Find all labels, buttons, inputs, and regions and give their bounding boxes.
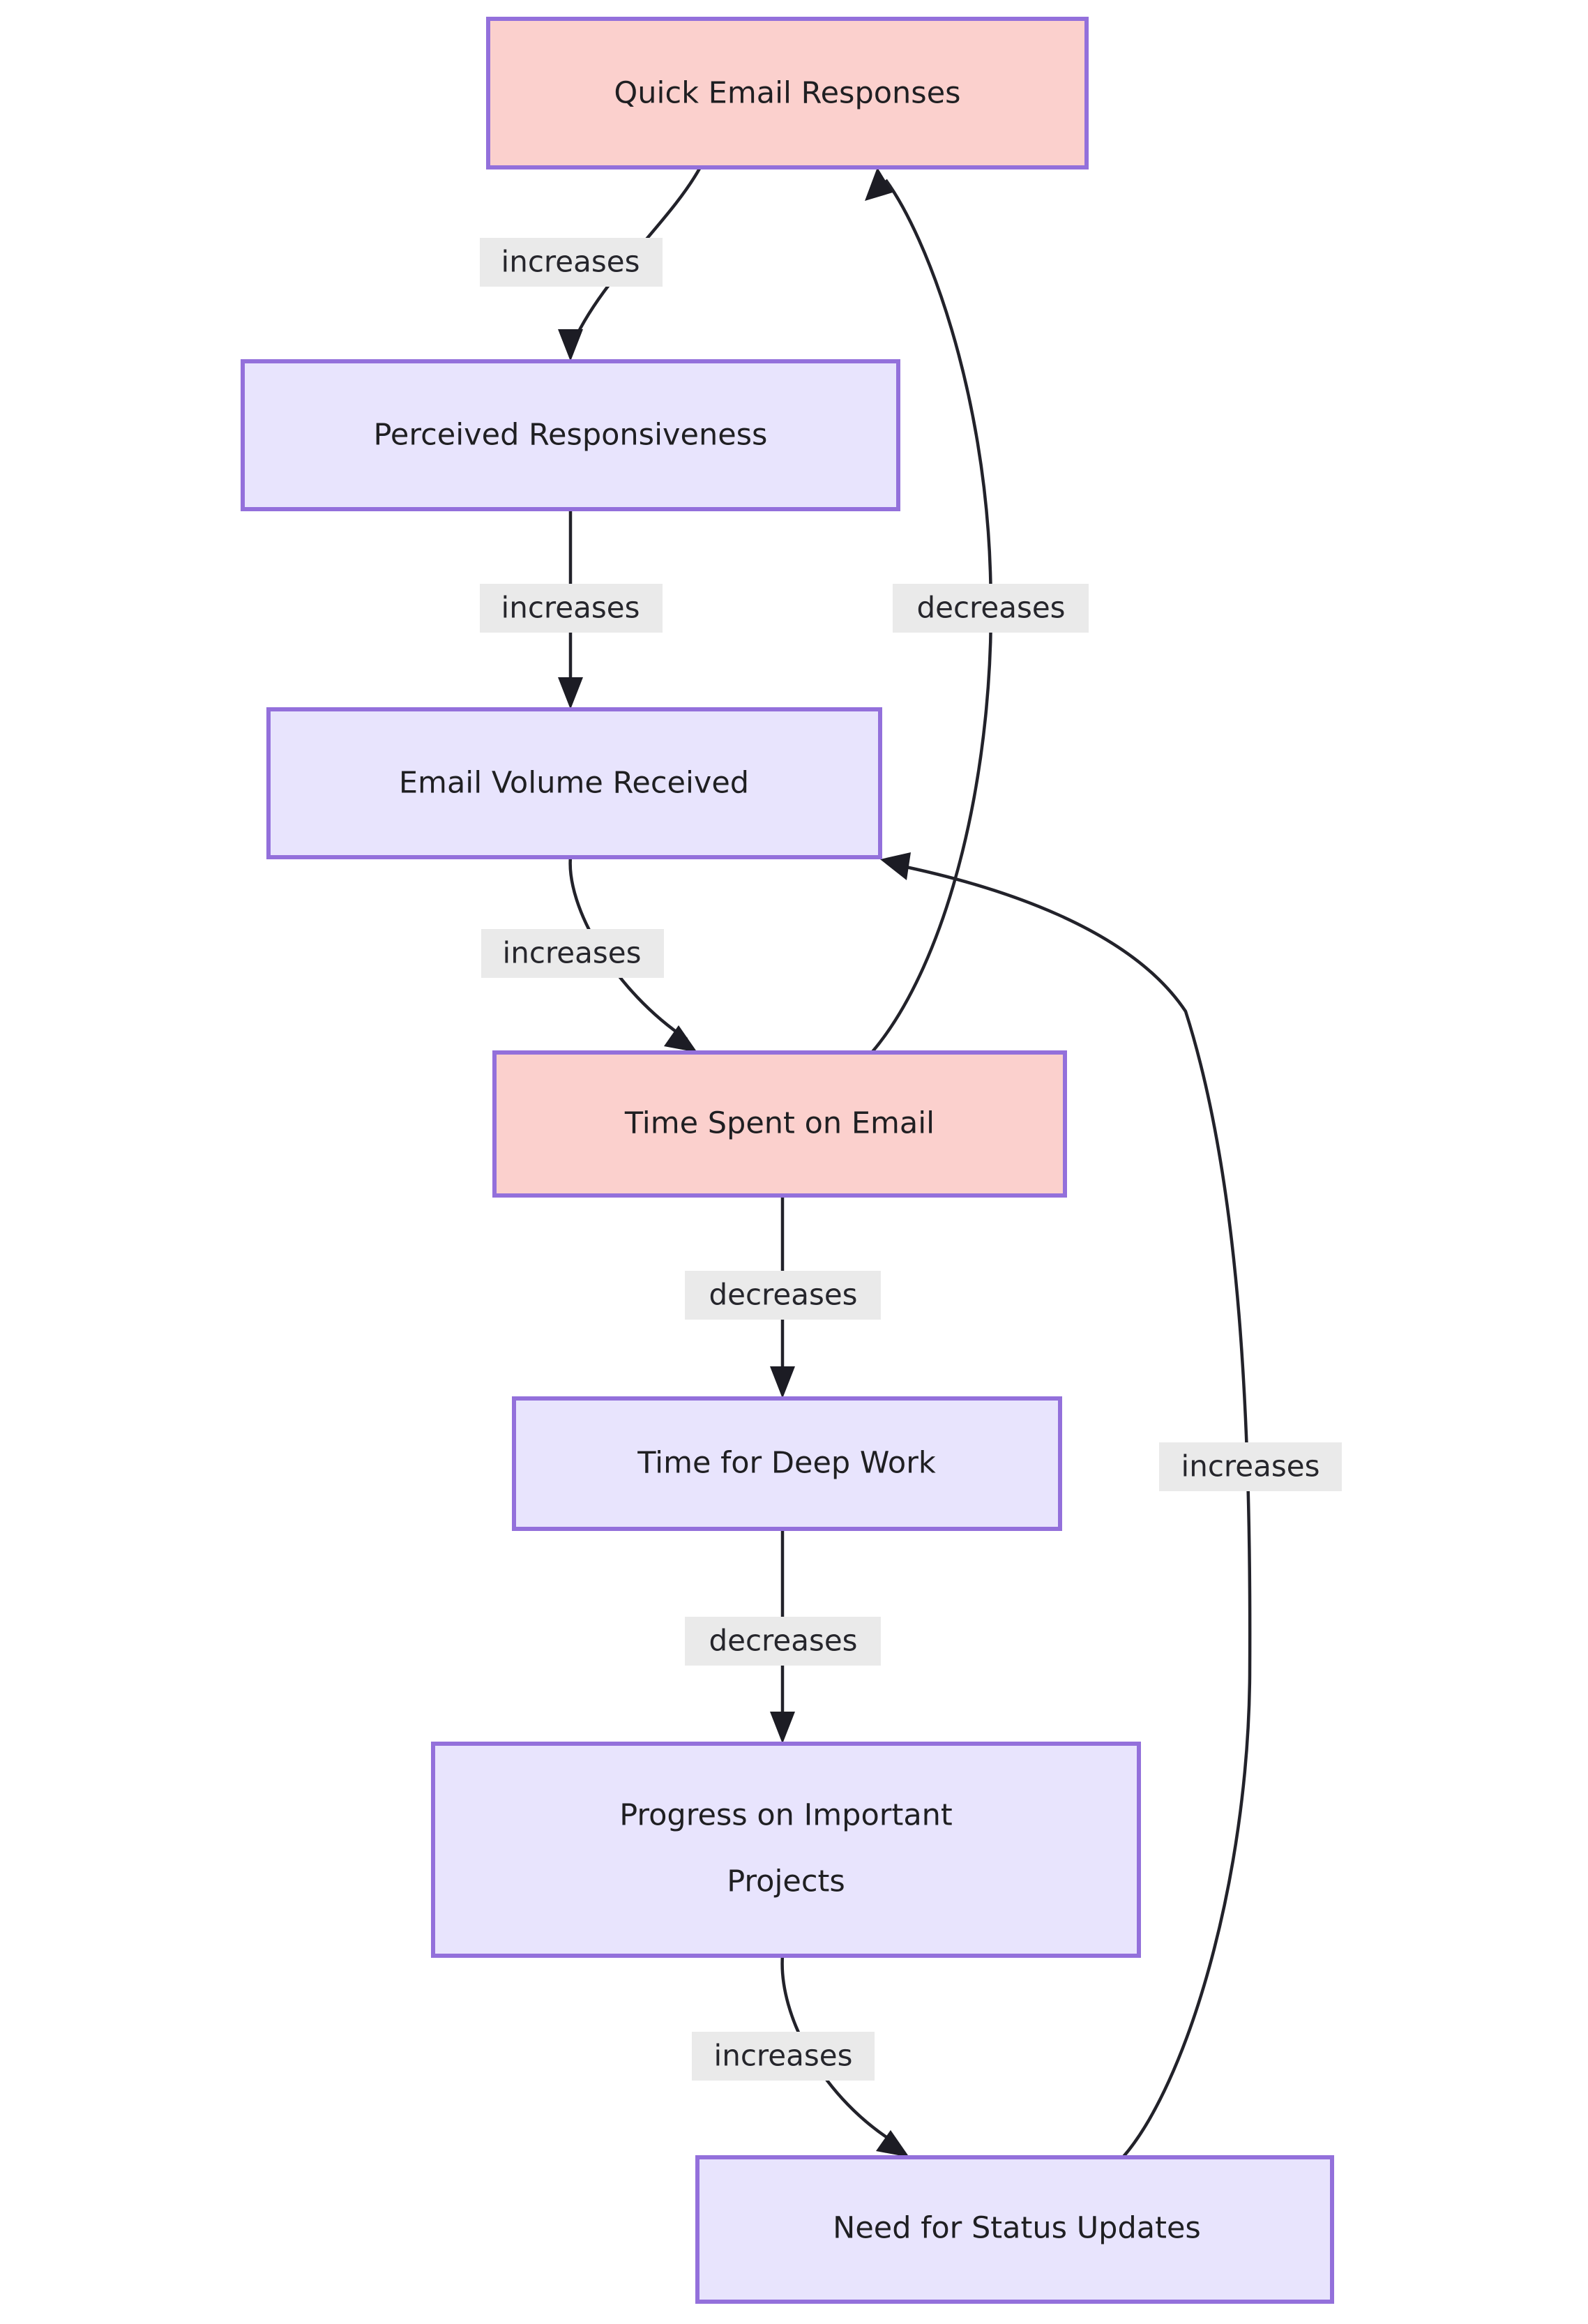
- edge-time-spent-to-quick: [865, 167, 993, 1054]
- node-box-perceived-responsiveness[interactable]: [241, 359, 900, 511]
- node-time-spent-on-email[interactable]: Time Spent on Email: [492, 1050, 1067, 1198]
- node-box-need-for-status-updates[interactable]: [695, 2155, 1334, 2304]
- edge-status-updates-to-volume: [880, 852, 1252, 2159]
- edge-label-quick-to-perceived: increases: [480, 238, 663, 287]
- node-time-for-deep-work[interactable]: Time for Deep Work: [512, 1396, 1062, 1531]
- edge-label-bg-4: [893, 584, 1089, 633]
- node-label-quick-email-responses: Quick Email Responses: [614, 76, 960, 111]
- node-box-email-volume-received[interactable]: [266, 707, 882, 859]
- arrow-head-email-volume: [558, 677, 583, 709]
- arrow-head-email-volume-feedback: [880, 852, 911, 880]
- edge-labels-layer: increases increases increases decreases …: [480, 238, 1342, 2081]
- node-box-time-spent-on-email[interactable]: [492, 1050, 1067, 1198]
- node-label-perceived-responsiveness: Perceived Responsiveness: [374, 418, 768, 453]
- edge-label-bg-6: [685, 1617, 881, 1666]
- edge-label-bg-5: [685, 1271, 881, 1320]
- edge-path-status-updates-to-volume: [895, 863, 1252, 2159]
- edge-label-text-progress-to-status-updates: increases: [714, 2039, 853, 2073]
- edge-label-bg-1: [480, 238, 663, 287]
- nodes-layer: Quick Email Responses Perceived Responsi…: [241, 17, 1334, 2304]
- edge-label-bg-7: [692, 2032, 875, 2081]
- arrow-head-progress: [770, 1712, 795, 1744]
- node-label-time-for-deep-work: Time for Deep Work: [637, 1446, 936, 1481]
- edge-label-deep-work-to-progress: decreases: [685, 1617, 881, 1666]
- edge-label-volume-to-time-spent: increases: [481, 929, 664, 978]
- node-box-progress-on-important-projects[interactable]: [431, 1742, 1141, 1958]
- arrow-head-quick-email: [865, 167, 893, 201]
- edge-label-progress-to-status-updates: increases: [692, 2032, 875, 2081]
- edge-label-bg-2: [480, 584, 663, 633]
- node-label-need-for-status-updates: Need for Status Updates: [833, 2211, 1201, 2246]
- edge-label-status-updates-to-volume: increases: [1159, 1442, 1342, 1491]
- edge-label-text-quick-to-perceived: increases: [501, 245, 640, 279]
- node-email-volume-received[interactable]: Email Volume Received: [266, 707, 882, 859]
- node-need-for-status-updates[interactable]: Need for Status Updates: [695, 2155, 1334, 2304]
- node-label-progress-line-1: Progress on Important: [619, 1798, 953, 1833]
- node-perceived-responsiveness[interactable]: Perceived Responsiveness: [241, 359, 900, 511]
- edge-label-time-spent-to-quick: decreases: [893, 584, 1089, 633]
- arrow-head-time-spent: [664, 1025, 697, 1052]
- arrow-head-deep-work: [770, 1366, 795, 1398]
- edge-path-time-spent-to-quick: [870, 179, 993, 1054]
- edge-label-perceived-to-volume: increases: [480, 584, 663, 633]
- arrow-head-perceived: [558, 329, 583, 361]
- edge-label-text-time-spent-to-quick: decreases: [916, 591, 1065, 625]
- node-box-time-for-deep-work[interactable]: [512, 1396, 1062, 1531]
- edge-label-bg-8: [1159, 1442, 1342, 1491]
- node-progress-on-important-projects[interactable]: Progress on Important Projects: [431, 1742, 1141, 1958]
- edge-label-text-status-updates-to-volume: increases: [1181, 1449, 1320, 1484]
- edge-label-bg-3: [481, 929, 664, 978]
- node-box-quick-email-responses[interactable]: [486, 17, 1089, 169]
- edge-label-text-perceived-to-volume: increases: [501, 591, 640, 625]
- edge-label-text-time-spent-to-deep-work: decreases: [709, 1278, 857, 1312]
- edge-label-time-spent-to-deep-work: decreases: [685, 1271, 881, 1320]
- edge-label-text-volume-to-time-spent: increases: [503, 936, 642, 970]
- node-quick-email-responses[interactable]: Quick Email Responses: [486, 17, 1089, 169]
- edge-label-text-deep-work-to-progress: decreases: [709, 1624, 857, 1658]
- node-label-email-volume-received: Email Volume Received: [399, 766, 749, 801]
- node-label-progress-line-2: Projects: [727, 1864, 845, 1899]
- node-label-time-spent-on-email: Time Spent on Email: [624, 1106, 935, 1141]
- arrow-head-status-updates: [876, 2130, 909, 2157]
